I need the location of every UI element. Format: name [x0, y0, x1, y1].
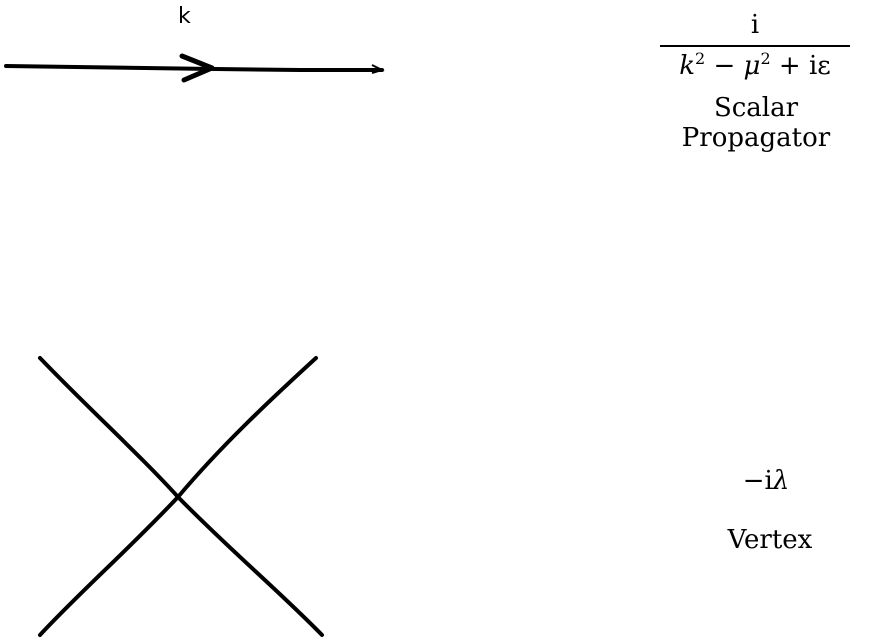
vertex-factor-lambda: λ: [772, 466, 790, 496]
scalar-propagator-caption: Scalar Propagator: [681, 93, 831, 153]
formula-numerator: i: [750, 10, 760, 40]
vertex-caption: Vertex: [727, 525, 813, 555]
propagator-end-tick: [371, 64, 385, 74]
denominator-k: k: [679, 51, 696, 81]
k-exponent: 2: [695, 49, 706, 68]
vertex-factor-prefix: −i: [742, 466, 773, 496]
denominator-minus: −: [705, 51, 744, 81]
fraction-bar: [660, 45, 850, 47]
vertex-line-2: [38, 356, 318, 637]
formula-denominator: k2 − μ2 + iε: [660, 50, 850, 82]
momentum-arrow-icon: [179, 53, 215, 83]
denominator-mu: μ: [743, 51, 761, 81]
momentum-label: k: [178, 4, 191, 29]
vertex-factor: −iλ: [716, 466, 816, 496]
propagator-line: [4, 64, 384, 72]
mu-exponent: 2: [760, 49, 771, 68]
propagator-formula: i k2 − μ2 + iε: [660, 10, 850, 82]
denominator-tail: + iε: [770, 51, 831, 81]
